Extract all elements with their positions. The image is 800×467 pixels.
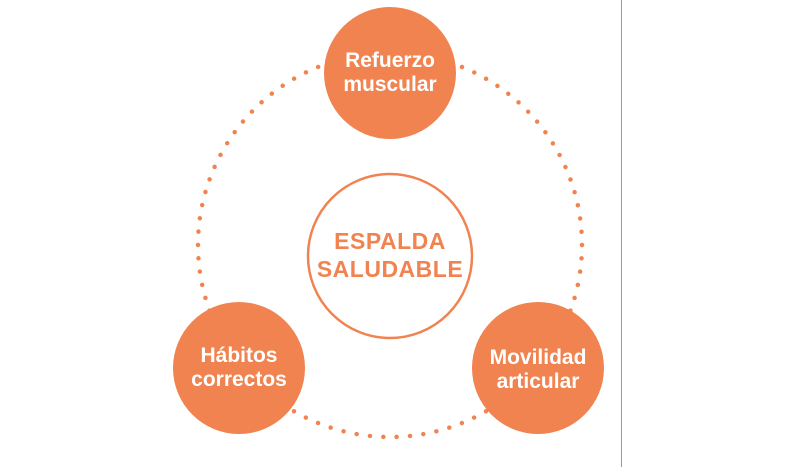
node-left-line2: correctos [191,368,287,391]
node-circle-top [324,7,456,139]
node-right-line1: Movilidad [490,346,587,369]
dotted-cycle-ring [195,50,585,440]
node-left-line1: Hábitos [200,344,277,367]
center-hub-circle [306,172,474,340]
vertical-divider-line [621,0,622,467]
center-label-line1: ESPALDA [334,228,446,254]
center-label-line2: SALUDABLE [317,256,463,282]
node-refuerzo-muscular: Refuerzo muscular [324,7,456,139]
node-top-line2: muscular [343,73,436,96]
node-top-line1: Refuerzo [345,49,435,72]
node-circle-right [472,302,604,434]
node-circle-left [173,302,305,434]
node-right-line2: articular [497,370,580,393]
node-habitos-correctos: Hábitos correctos [173,302,305,434]
node-movilidad-articular: Movilidad articular [472,302,604,434]
